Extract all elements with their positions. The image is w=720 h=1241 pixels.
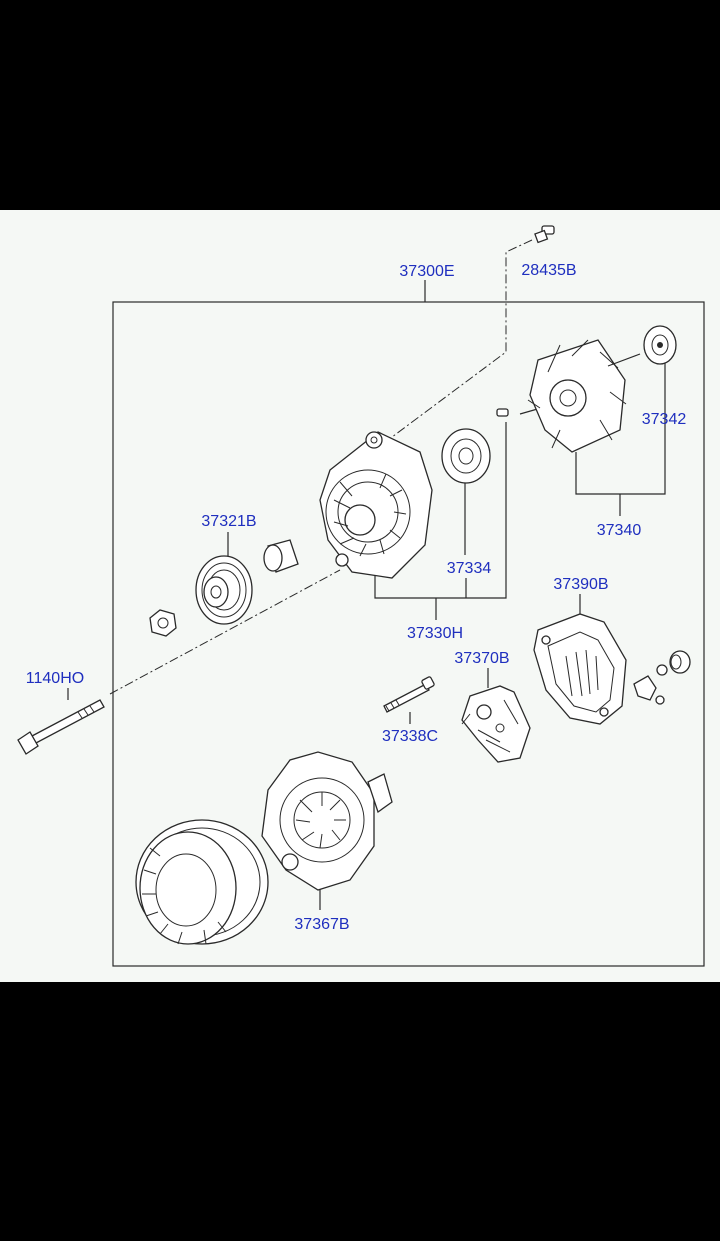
screw-drawing <box>496 408 509 417</box>
alignment-lines <box>109 239 533 695</box>
label-37330h: 37330H <box>407 625 463 642</box>
label-37390b: 37390B <box>553 576 608 593</box>
rear-bracket-drawing <box>261 751 393 891</box>
label-37338c: 37338C <box>382 728 438 745</box>
spacer-drawing <box>263 539 299 573</box>
label-37300e: 37300E <box>399 263 454 280</box>
through-bolt-drawing <box>383 676 435 713</box>
label-37370b: 37370B <box>454 650 509 667</box>
bolt-28435b-drawing <box>534 225 555 244</box>
terminal-parts-drawing <box>633 650 691 705</box>
assembly-frame <box>112 301 705 967</box>
callout-labels: 37300E 28435B 37342 37321B 37340 37334 3… <box>26 262 687 933</box>
label-37321b: 37321B <box>201 513 256 530</box>
bearing-37342-drawing <box>643 325 677 365</box>
label-37367b: 37367B <box>294 916 349 933</box>
label-37340: 37340 <box>597 522 642 539</box>
stator-drawing <box>135 819 269 945</box>
long-bolt-drawing <box>17 699 105 755</box>
regulator-drawing <box>461 685 531 763</box>
rear-cover-drawing <box>533 613 627 725</box>
label-37334: 37334 <box>447 560 492 577</box>
label-37342: 37342 <box>642 411 687 428</box>
label-28435b: 28435B <box>521 262 576 279</box>
label-1140ho: 1140HO <box>26 670 84 687</box>
nut-drawing <box>149 609 177 637</box>
rotor-drawing <box>519 339 641 453</box>
front-bracket-drawing <box>319 431 433 579</box>
bearing-37334-drawing <box>441 428 491 484</box>
pulley-drawing <box>195 555 253 625</box>
leader-lines <box>67 280 666 910</box>
